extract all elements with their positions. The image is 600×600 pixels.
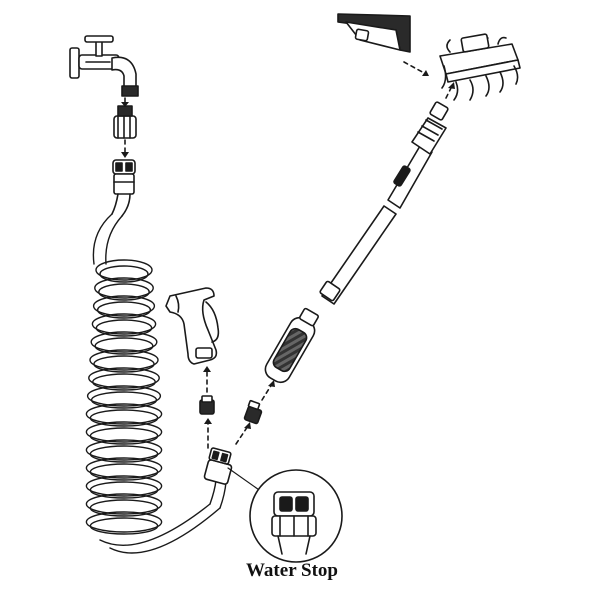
hose-coil bbox=[85, 493, 163, 515]
hose-coil bbox=[91, 313, 157, 335]
pole-handle-icon bbox=[264, 307, 319, 384]
hose-connector-icon bbox=[111, 159, 136, 217]
hose-coil bbox=[98, 283, 150, 301]
hose-adapter-icon bbox=[113, 105, 137, 139]
hose-coil bbox=[89, 517, 159, 535]
hose-coil bbox=[85, 421, 163, 443]
hose-end-connector-icon bbox=[203, 447, 233, 485]
hose-coil bbox=[92, 373, 156, 391]
hose-coil bbox=[94, 277, 154, 299]
squeegee-icon bbox=[337, 13, 411, 53]
hose-coil bbox=[95, 259, 153, 281]
hose-coil bbox=[99, 265, 149, 283]
hose-coil bbox=[89, 427, 159, 445]
hose-coil bbox=[90, 331, 158, 353]
hose-coil bbox=[88, 367, 160, 389]
hose-coil bbox=[85, 439, 163, 461]
hose-coil bbox=[89, 349, 159, 371]
assembly-arrows bbox=[121, 61, 455, 449]
hose-coil bbox=[90, 391, 158, 409]
coiled-hose-icon bbox=[85, 213, 227, 554]
hose-coil bbox=[95, 319, 153, 337]
hose-coil bbox=[85, 511, 163, 533]
hose-coil bbox=[85, 475, 163, 497]
spray-nozzle-icon bbox=[165, 287, 220, 365]
hose-coil bbox=[85, 403, 163, 425]
hose-coil bbox=[89, 445, 159, 463]
hose-coil bbox=[96, 301, 152, 319]
hose-coil bbox=[94, 337, 154, 355]
hose-coil bbox=[89, 499, 159, 517]
water-stop-label: Water Stop bbox=[245, 560, 338, 581]
hose-coil bbox=[92, 295, 156, 317]
brush-head-icon bbox=[439, 33, 521, 101]
hose-coil bbox=[86, 385, 162, 407]
hose-coil bbox=[89, 463, 159, 481]
pole-connector-icon bbox=[243, 399, 263, 425]
extension-pole-icon bbox=[264, 101, 449, 384]
hose-coil bbox=[89, 409, 159, 427]
faucet-icon bbox=[69, 35, 139, 97]
hose-coil bbox=[85, 457, 163, 479]
hose-coil bbox=[93, 355, 155, 373]
hose-coil bbox=[89, 481, 159, 499]
water-stop-detail-icon bbox=[227, 467, 343, 563]
quick-connector-icon bbox=[199, 395, 215, 415]
